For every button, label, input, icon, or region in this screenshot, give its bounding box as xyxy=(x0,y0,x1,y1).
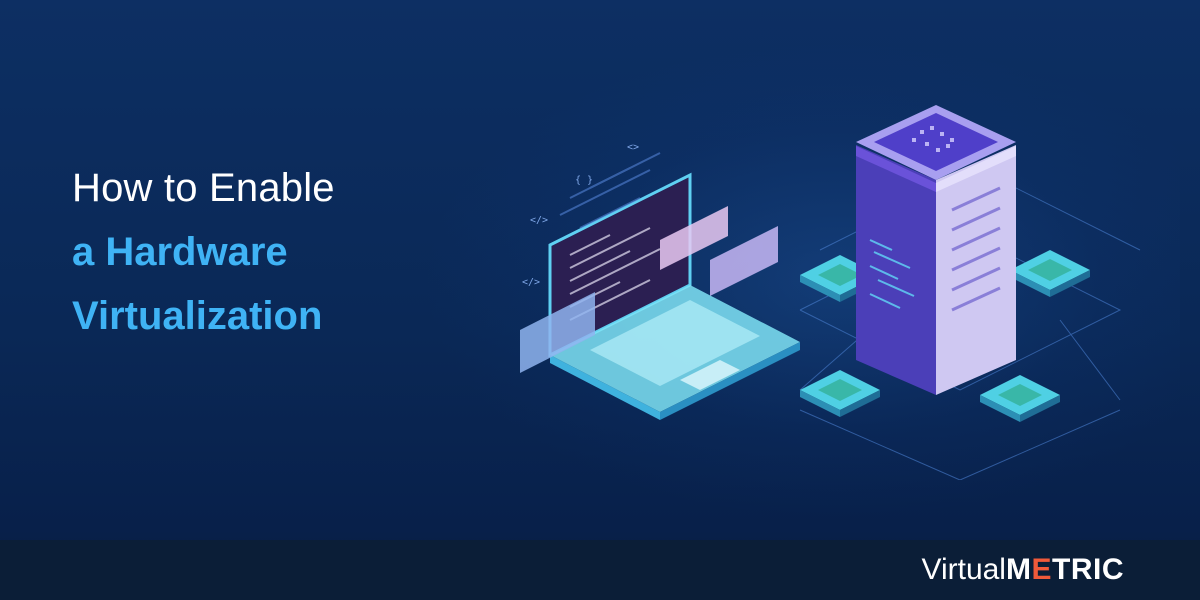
laptop-icon xyxy=(548,172,800,420)
footer-bar xyxy=(0,540,1200,600)
title-line-1: How to Enable xyxy=(72,166,335,210)
brand-metric-rest: TRIC xyxy=(1052,553,1124,586)
chip-icon xyxy=(980,375,1060,422)
svg-text:<>: <> xyxy=(627,142,639,153)
brand-logo: VirtualMETRIC xyxy=(921,553,1124,587)
brand-metric-m: M xyxy=(1005,553,1032,586)
chip-icon xyxy=(800,370,880,417)
title-line-2: a Hardware xyxy=(72,230,288,274)
chip-icon xyxy=(1010,250,1090,297)
svg-text:</>: </> xyxy=(530,215,548,226)
page-title: How to Enable a Hardware Virtualization xyxy=(72,156,335,348)
code-tag-icon: </> { } </> <> xyxy=(522,142,639,288)
code-window xyxy=(520,206,778,373)
svg-text:</>: </> xyxy=(522,277,540,288)
svg-text:{ }: { } xyxy=(575,175,593,186)
title-line-3: Virtualization xyxy=(72,294,323,338)
brand-metric-e: E xyxy=(1031,553,1052,586)
brand-virtual: Virtual xyxy=(921,553,1006,586)
code-dash-lines xyxy=(559,152,661,229)
brand-metric: METRIC xyxy=(1006,553,1124,586)
hardware-illustration: </> { } </> <> xyxy=(520,105,1141,480)
server-tower-icon xyxy=(856,105,1016,395)
